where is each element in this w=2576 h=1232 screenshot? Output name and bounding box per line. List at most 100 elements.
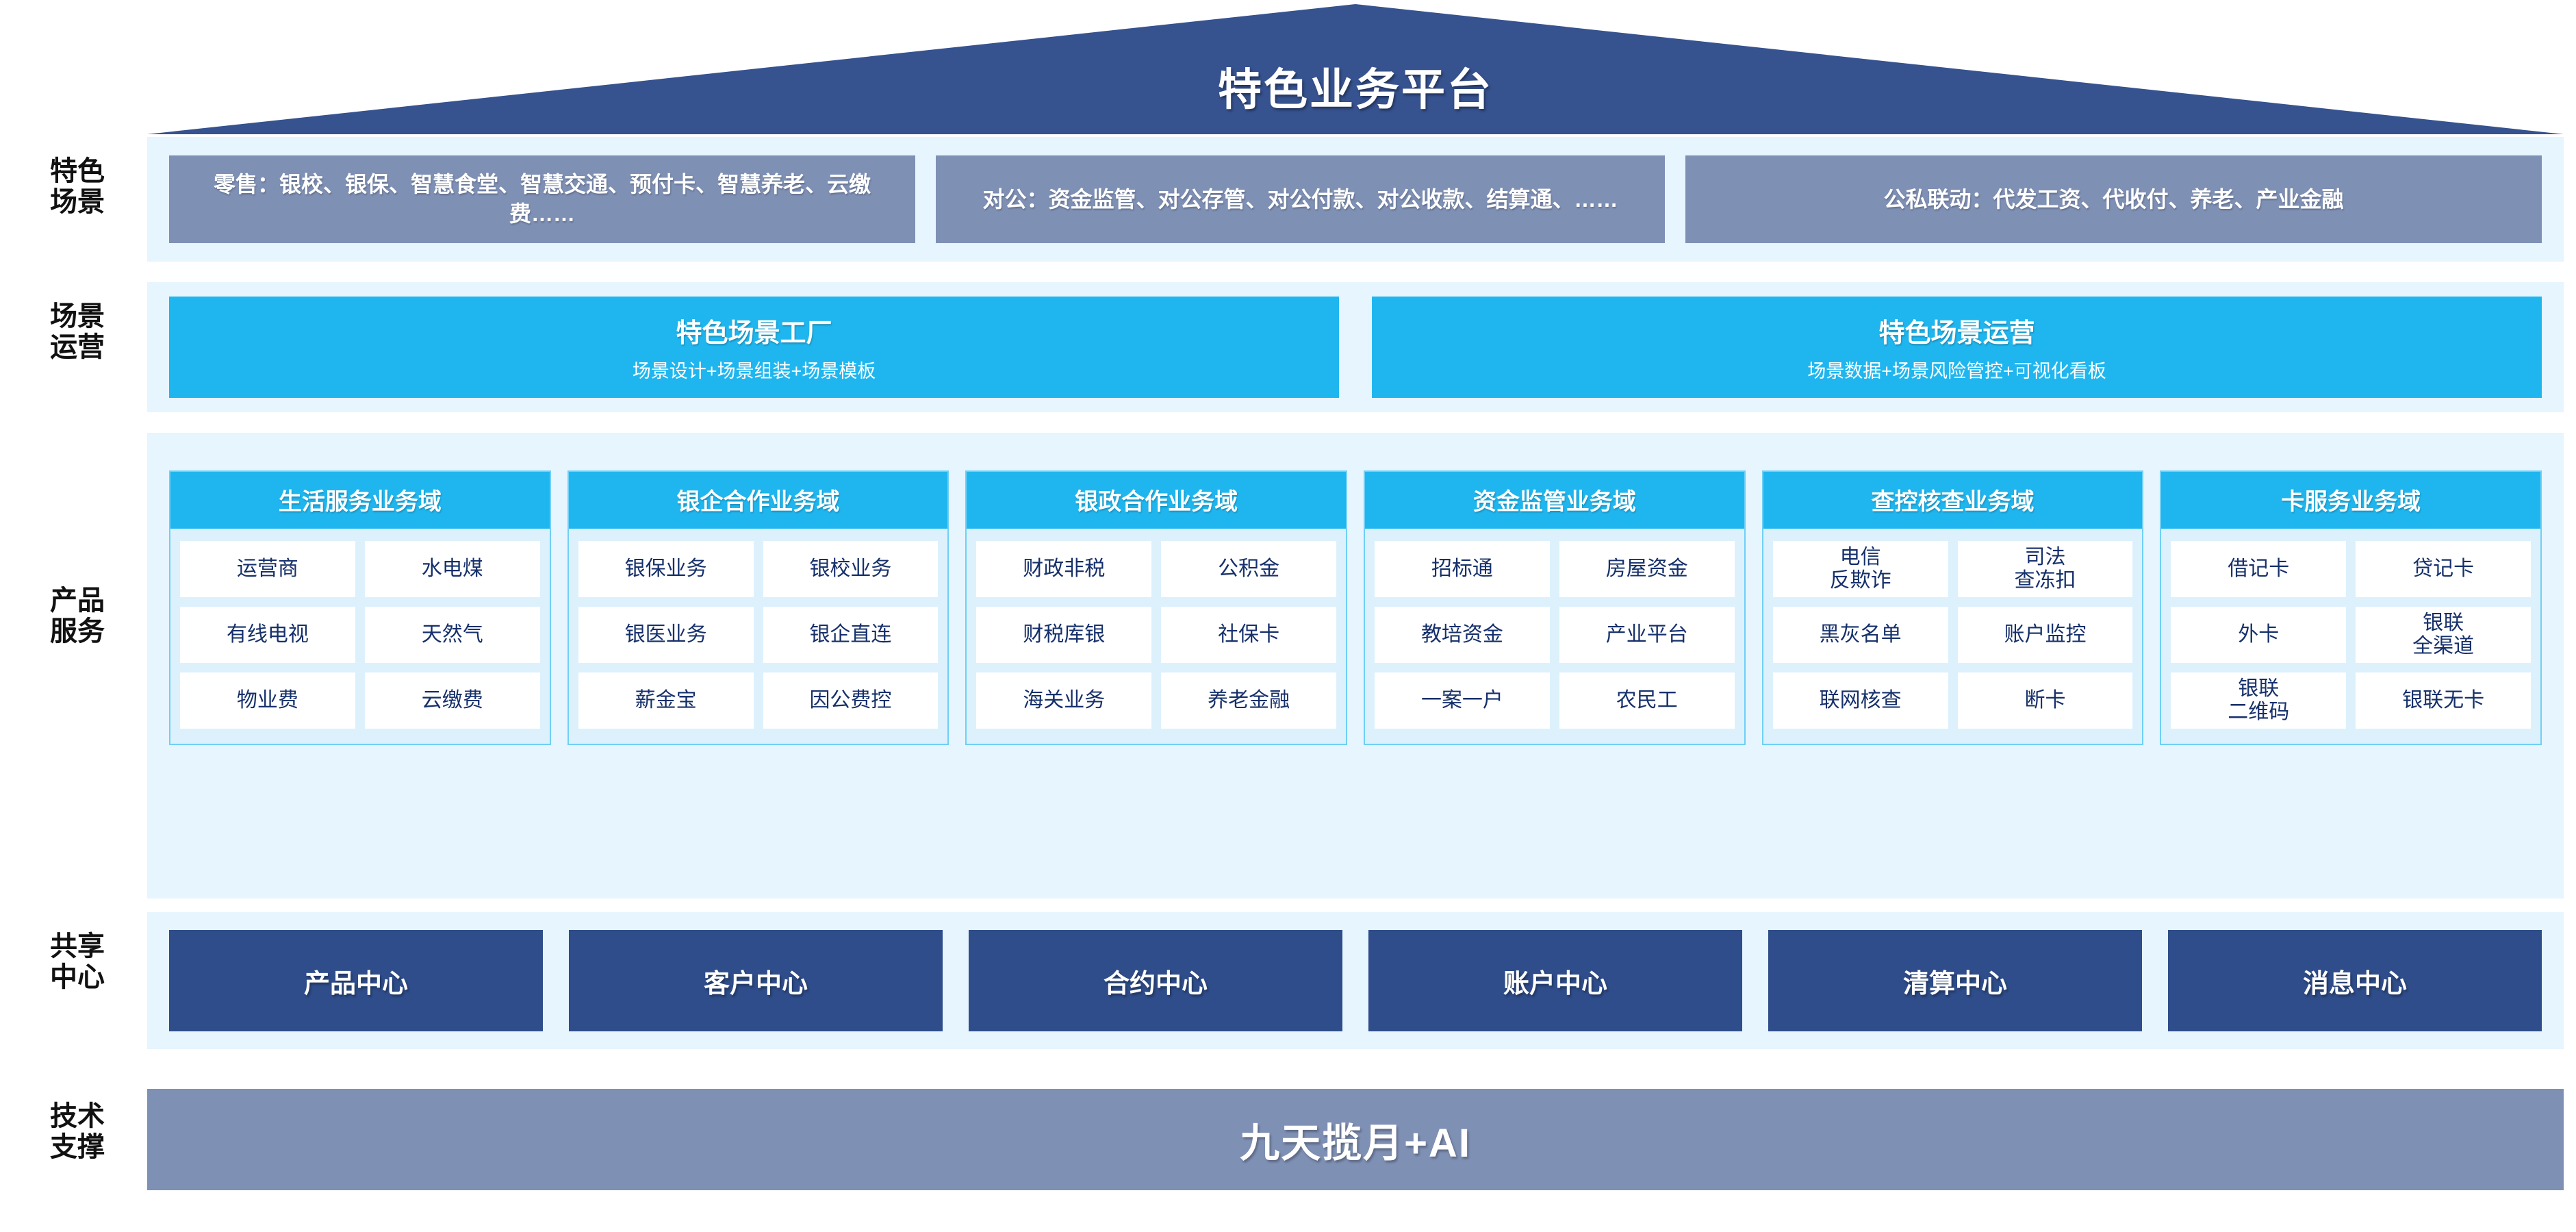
domain-tile-row: 财政非税公积金 (976, 541, 1337, 597)
domain-tile-row: 电信 反欺诈司法 查冻扣 (1772, 541, 2133, 597)
rail-label-scenario: 特色场景 (19, 156, 136, 218)
domain-tile[interactable]: 农民工 (1559, 672, 1735, 729)
domain-tile[interactable]: 黑灰名单 (1772, 607, 1948, 663)
domain-tile[interactable]: 外卡 (2171, 607, 2347, 663)
domain-tile[interactable]: 银校业务 (763, 541, 939, 597)
scenario-band: 零售：银校、银保、智慧食堂、智慧交通、预付卡、智慧养老、云缴费……对公：资金监管… (147, 137, 2564, 262)
domain-tile[interactable]: 贷记卡 (2356, 541, 2532, 597)
domain-tile[interactable]: 银企直连 (763, 607, 939, 663)
shared-center-customer-center[interactable]: 客户中心 (569, 930, 943, 1031)
domain-tile[interactable]: 账户监控 (1957, 607, 2133, 663)
domain-tile-row: 薪金宝因公费控 (578, 672, 939, 729)
platform-roof-banner: 特色业务平台 (147, 4, 2564, 134)
domain-tile[interactable]: 物业费 (180, 672, 355, 729)
shared-center-settlement-center[interactable]: 清算中心 (1768, 930, 2142, 1031)
domain-tile[interactable]: 招标通 (1375, 541, 1550, 597)
domain-tile[interactable]: 财税库银 (976, 607, 1152, 663)
rail-label-line: 技术 (50, 1101, 105, 1131)
domain-tile-row: 物业费云缴费 (180, 672, 540, 729)
domain-card-body: 财政非税公积金财税库银社保卡海关业务养老金融 (967, 529, 1346, 744)
domain-card-fund-supervision[interactable]: 资金监管业务域招标通房屋资金教培资金产业平台一案一户农民工 (1364, 470, 1746, 745)
domain-card-body: 招标通房屋资金教培资金产业平台一案一户农民工 (1365, 529, 1744, 744)
domain-tile[interactable]: 教培资金 (1375, 607, 1550, 663)
domain-tile[interactable]: 财政非税 (976, 541, 1152, 597)
rail-label-line: 产品 (50, 586, 105, 616)
operation-box-subtitle: 场景数据+场景风险管控+可视化看板 (1807, 361, 2106, 381)
rail-label-product: 产品服务 (19, 586, 136, 647)
shared-center-band: 产品中心客户中心合约中心账户中心清算中心消息中心 (147, 912, 2564, 1049)
scenario-box-public-private-linkage[interactable]: 公私联动：代发工资、代收付、养老、产业金融 (1685, 155, 2542, 243)
domain-tile[interactable]: 云缴费 (364, 672, 540, 729)
domain-tile[interactable]: 银医业务 (578, 607, 754, 663)
shared-center-message-center[interactable]: 消息中心 (2168, 930, 2542, 1031)
domain-tile[interactable]: 天然气 (364, 607, 540, 663)
operation-band: 特色场景工厂场景设计+场景组装+场景模板特色场景运营场景数据+场景风险管控+可视… (147, 282, 2564, 412)
domain-card-body: 运营商水电煤有线电视天然气物业费云缴费 (170, 529, 550, 744)
domain-tile-row: 运营商水电煤 (180, 541, 540, 597)
shared-center-contract-center[interactable]: 合约中心 (969, 930, 1342, 1031)
domain-tile-row: 招标通房屋资金 (1375, 541, 1735, 597)
domain-tile-row: 教培资金产业平台 (1375, 607, 1735, 663)
domain-tile[interactable]: 银联无卡 (2356, 672, 2532, 729)
domain-tile[interactable]: 借记卡 (2171, 541, 2347, 597)
rail-label-tech: 技术支撑 (19, 1101, 136, 1163)
operation-box-scene-factory[interactable]: 特色场景工厂场景设计+场景组装+场景模板 (169, 297, 1339, 398)
domain-tile[interactable]: 因公费控 (763, 672, 939, 729)
operation-box-list: 特色场景工厂场景设计+场景组装+场景模板特色场景运营场景数据+场景风险管控+可视… (147, 282, 2564, 412)
domain-tile[interactable]: 有线电视 (180, 607, 355, 663)
domain-tile[interactable]: 房屋资金 (1559, 541, 1735, 597)
domain-tile[interactable]: 银保业务 (578, 541, 754, 597)
domain-tile[interactable]: 产业平台 (1559, 607, 1735, 663)
domain-tile[interactable]: 断卡 (1957, 672, 2133, 729)
rail-label-shared: 共享中心 (19, 931, 136, 993)
domain-tile-row: 借记卡贷记卡 (2171, 541, 2532, 597)
domain-tile[interactable]: 水电煤 (364, 541, 540, 597)
rail-label-line: 服务 (50, 616, 105, 646)
domain-card-life-service[interactable]: 生活服务业务域运营商水电煤有线电视天然气物业费云缴费 (169, 470, 551, 745)
domain-tile[interactable]: 薪金宝 (578, 672, 754, 729)
domain-tile[interactable]: 海关业务 (976, 672, 1152, 729)
page-title: 特色业务平台 (1218, 65, 1493, 114)
shared-center-list: 产品中心客户中心合约中心账户中心清算中心消息中心 (147, 912, 2564, 1049)
operation-box-scene-operation[interactable]: 特色场景运营场景数据+场景风险管控+可视化看板 (1372, 297, 2542, 398)
domain-card-title: 资金监管业务域 (1365, 472, 1744, 529)
product-service-band: 生活服务业务域运营商水电煤有线电视天然气物业费云缴费银企合作业务域银保业务银校业… (147, 433, 2564, 898)
domain-tile[interactable]: 司法 查冻扣 (1957, 541, 2133, 597)
domain-tile[interactable]: 社保卡 (1161, 607, 1337, 663)
domain-card-bank-government[interactable]: 银政合作业务域财政非税公积金财税库银社保卡海关业务养老金融 (965, 470, 1348, 745)
rail-label-line: 中心 (50, 961, 105, 992)
domain-tile[interactable]: 一案一户 (1375, 672, 1550, 729)
domain-card-body: 电信 反欺诈司法 查冻扣黑灰名单账户监控联网核查断卡 (1763, 529, 2143, 744)
rail-label-operation: 场景运营 (19, 301, 136, 363)
rail-label-line: 场景 (50, 301, 105, 331)
rail-label-line: 共享 (50, 931, 105, 961)
domain-tile[interactable]: 联网核查 (1772, 672, 1948, 729)
domain-card-title: 生活服务业务域 (170, 472, 550, 529)
domain-tile[interactable]: 公积金 (1161, 541, 1337, 597)
domain-tile[interactable]: 养老金融 (1161, 672, 1337, 729)
shared-center-product-center[interactable]: 产品中心 (169, 930, 543, 1031)
domain-tile-row: 联网核查断卡 (1772, 672, 2133, 729)
domain-tile[interactable]: 银联 二维码 (2171, 672, 2347, 729)
tech-support-bar: 九天揽月+AI (147, 1089, 2564, 1190)
domain-card-bank-enterprise[interactable]: 银企合作业务域银保业务银校业务银医业务银企直连薪金宝因公费控 (567, 470, 949, 745)
domain-card-investigation-control[interactable]: 查控核查业务域电信 反欺诈司法 查冻扣黑灰名单账户监控联网核查断卡 (1761, 470, 2144, 745)
domain-tile-row: 一案一户农民工 (1375, 672, 1735, 729)
domain-card-title: 银政合作业务域 (967, 472, 1347, 529)
operation-box-title: 特色场景工厂 (676, 319, 832, 348)
shared-center-account-center[interactable]: 账户中心 (1368, 930, 1742, 1031)
scenario-box-corporate[interactable]: 对公：资金监管、对公存管、对公付款、对公收款、结算通、…… (936, 155, 1665, 243)
domain-card-body: 借记卡贷记卡外卡银联 全渠道银联 二维码银联无卡 (2161, 529, 2540, 744)
domain-tile[interactable]: 电信 反欺诈 (1772, 541, 1948, 597)
operation-box-subtitle: 场景设计+场景组装+场景模板 (632, 361, 876, 381)
domain-tile-row: 外卡银联 全渠道 (2171, 607, 2532, 663)
domain-card-title: 银企合作业务域 (568, 472, 948, 529)
rail-label-line: 支撑 (50, 1131, 105, 1162)
domain-card-body: 银保业务银校业务银医业务银企直连薪金宝因公费控 (569, 529, 948, 744)
domain-card-card-service[interactable]: 卡服务业务域借记卡贷记卡外卡银联 全渠道银联 二维码银联无卡 (2160, 470, 2542, 745)
scenario-box-retail[interactable]: 零售：银校、银保、智慧食堂、智慧交通、预付卡、智慧养老、云缴费…… (169, 155, 915, 243)
domain-tile-row: 海关业务养老金融 (976, 672, 1337, 729)
domain-tile[interactable]: 运营商 (180, 541, 355, 597)
operation-box-title: 特色场景运营 (1878, 319, 2035, 348)
domain-tile[interactable]: 银联 全渠道 (2356, 607, 2532, 663)
